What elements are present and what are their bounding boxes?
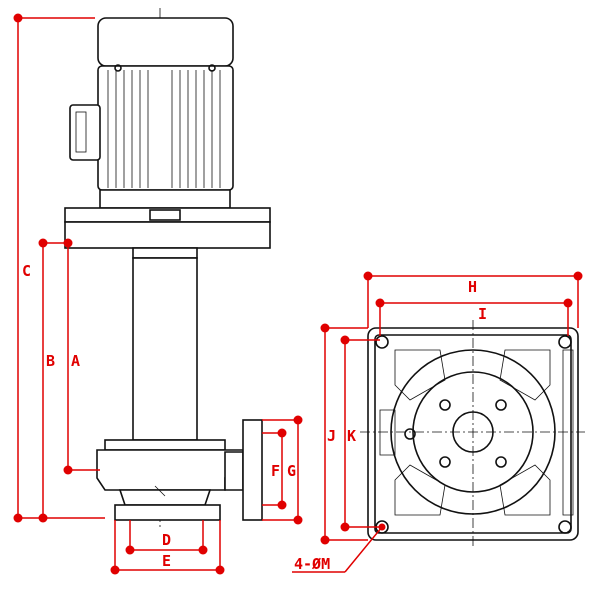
- label-i: I: [478, 305, 487, 323]
- motor-fins: [107, 70, 221, 188]
- terminal-box: [69, 104, 101, 161]
- label-f: F: [271, 462, 280, 480]
- label-a: A: [71, 352, 80, 370]
- top-view: [360, 320, 585, 548]
- label-k: K: [347, 427, 356, 445]
- pump-casing: [96, 449, 246, 491]
- label-j: J: [327, 427, 336, 445]
- label-d: D: [162, 531, 171, 549]
- dimension-labels: C B A D E F G H I J K 4-ØM: [22, 262, 487, 573]
- outlet-flange: [242, 419, 263, 521]
- label-m: 4-ØM: [294, 555, 330, 573]
- motor-body: [97, 65, 234, 191]
- label-g: G: [287, 462, 296, 480]
- dimension-lines: [13, 13, 583, 575]
- column-pipe: [132, 257, 198, 441]
- ribs: [379, 349, 574, 516]
- label-b: B: [46, 352, 55, 370]
- inlet-base: [114, 504, 221, 521]
- label-h: H: [468, 278, 477, 296]
- label-c: C: [22, 262, 31, 280]
- side-view: [64, 8, 271, 530]
- label-e: E: [162, 552, 171, 570]
- motor-cap: [97, 17, 234, 67]
- bolt-holes: [375, 335, 572, 534]
